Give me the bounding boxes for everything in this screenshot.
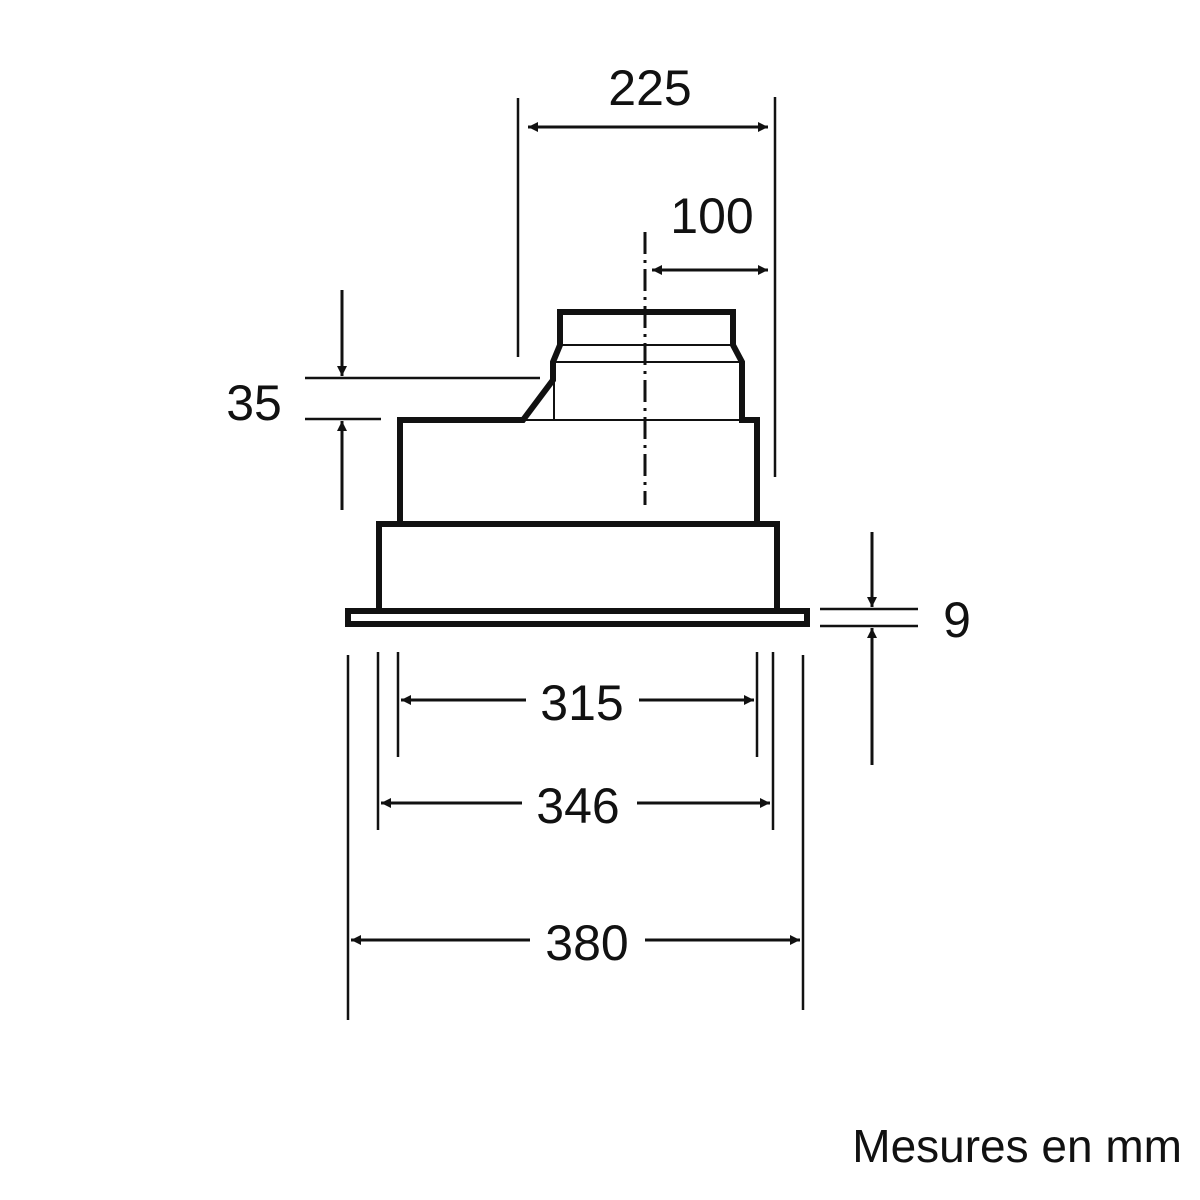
dimension-100: 100 xyxy=(652,188,768,275)
dimension-label-100: 100 xyxy=(670,188,753,244)
units-note: Mesures en mm xyxy=(852,1120,1182,1172)
dimension-label-315: 315 xyxy=(540,675,623,731)
lower-housing xyxy=(376,521,780,614)
hood-outline xyxy=(345,232,810,627)
dimension-315: 315 xyxy=(396,652,759,757)
dimension-346: 346 xyxy=(376,652,775,834)
dimension-380: 380 xyxy=(346,655,805,1020)
dimension-label-35: 35 xyxy=(226,375,282,431)
dimension-label-380: 380 xyxy=(545,915,628,971)
dimension-35: 35 xyxy=(226,290,540,510)
dimension-9: 9 xyxy=(820,532,971,765)
upper-housing xyxy=(397,309,760,524)
dimension-label-225: 225 xyxy=(608,60,691,116)
dimension-label-346: 346 xyxy=(536,778,619,834)
dimension-label-9: 9 xyxy=(943,592,971,648)
dimension-225: 225 xyxy=(516,60,777,477)
